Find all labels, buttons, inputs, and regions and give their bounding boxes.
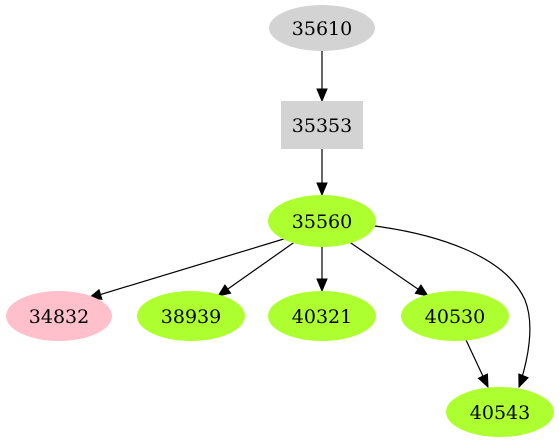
node-40530[interactable]: 40530	[401, 291, 509, 341]
edge-40530-40543	[465, 339, 489, 389]
edge-line	[99, 237, 288, 296]
arrowhead	[316, 88, 328, 103]
edges-layer	[87, 51, 531, 389]
node-label: 35610	[292, 18, 352, 40]
edge-line	[347, 240, 420, 291]
edge-35610-35353	[316, 51, 328, 103]
nodes-layer: 35610 35353 35560 34832 38939 40321 40530 40543	[6, 5, 554, 437]
edge-35353-35560	[316, 149, 328, 197]
node-label: 35353	[292, 115, 352, 137]
edge-line	[465, 339, 484, 378]
node-38939[interactable]: 38939	[137, 291, 245, 341]
node-40543[interactable]: 40543	[446, 387, 554, 437]
node-label: 40543	[470, 402, 530, 424]
edge-line	[374, 225, 531, 388]
arrowhead	[316, 182, 328, 197]
edge-line	[226, 240, 297, 291]
arrowhead	[414, 284, 430, 297]
node-34832[interactable]: 34832	[6, 291, 112, 341]
edge-35560-40543	[374, 225, 531, 389]
node-label: 34832	[29, 306, 89, 328]
node-40321[interactable]: 40321	[268, 291, 376, 341]
node-ellipse	[268, 195, 376, 247]
node-ellipse	[268, 291, 376, 341]
node-label: 35560	[292, 211, 352, 233]
node-box	[281, 101, 363, 149]
arrowhead	[316, 278, 328, 293]
node-35353[interactable]: 35353	[281, 101, 363, 149]
edge-35560-38939	[216, 240, 297, 297]
node-ellipse	[269, 5, 375, 51]
edge-35560-40321	[316, 247, 328, 293]
node-35560[interactable]: 35560	[268, 195, 376, 247]
node-ellipse	[446, 387, 554, 437]
node-35610[interactable]: 35610	[269, 5, 375, 51]
node-label: 40530	[425, 306, 485, 328]
arrowhead	[216, 284, 232, 297]
arrowhead	[518, 373, 529, 389]
edge-35560-40530	[347, 240, 430, 297]
node-ellipse	[137, 291, 245, 341]
node-ellipse	[6, 291, 112, 341]
node-ellipse	[401, 291, 509, 341]
node-label: 38939	[161, 306, 221, 328]
arrowhead	[477, 373, 489, 389]
node-label: 40321	[292, 306, 352, 328]
